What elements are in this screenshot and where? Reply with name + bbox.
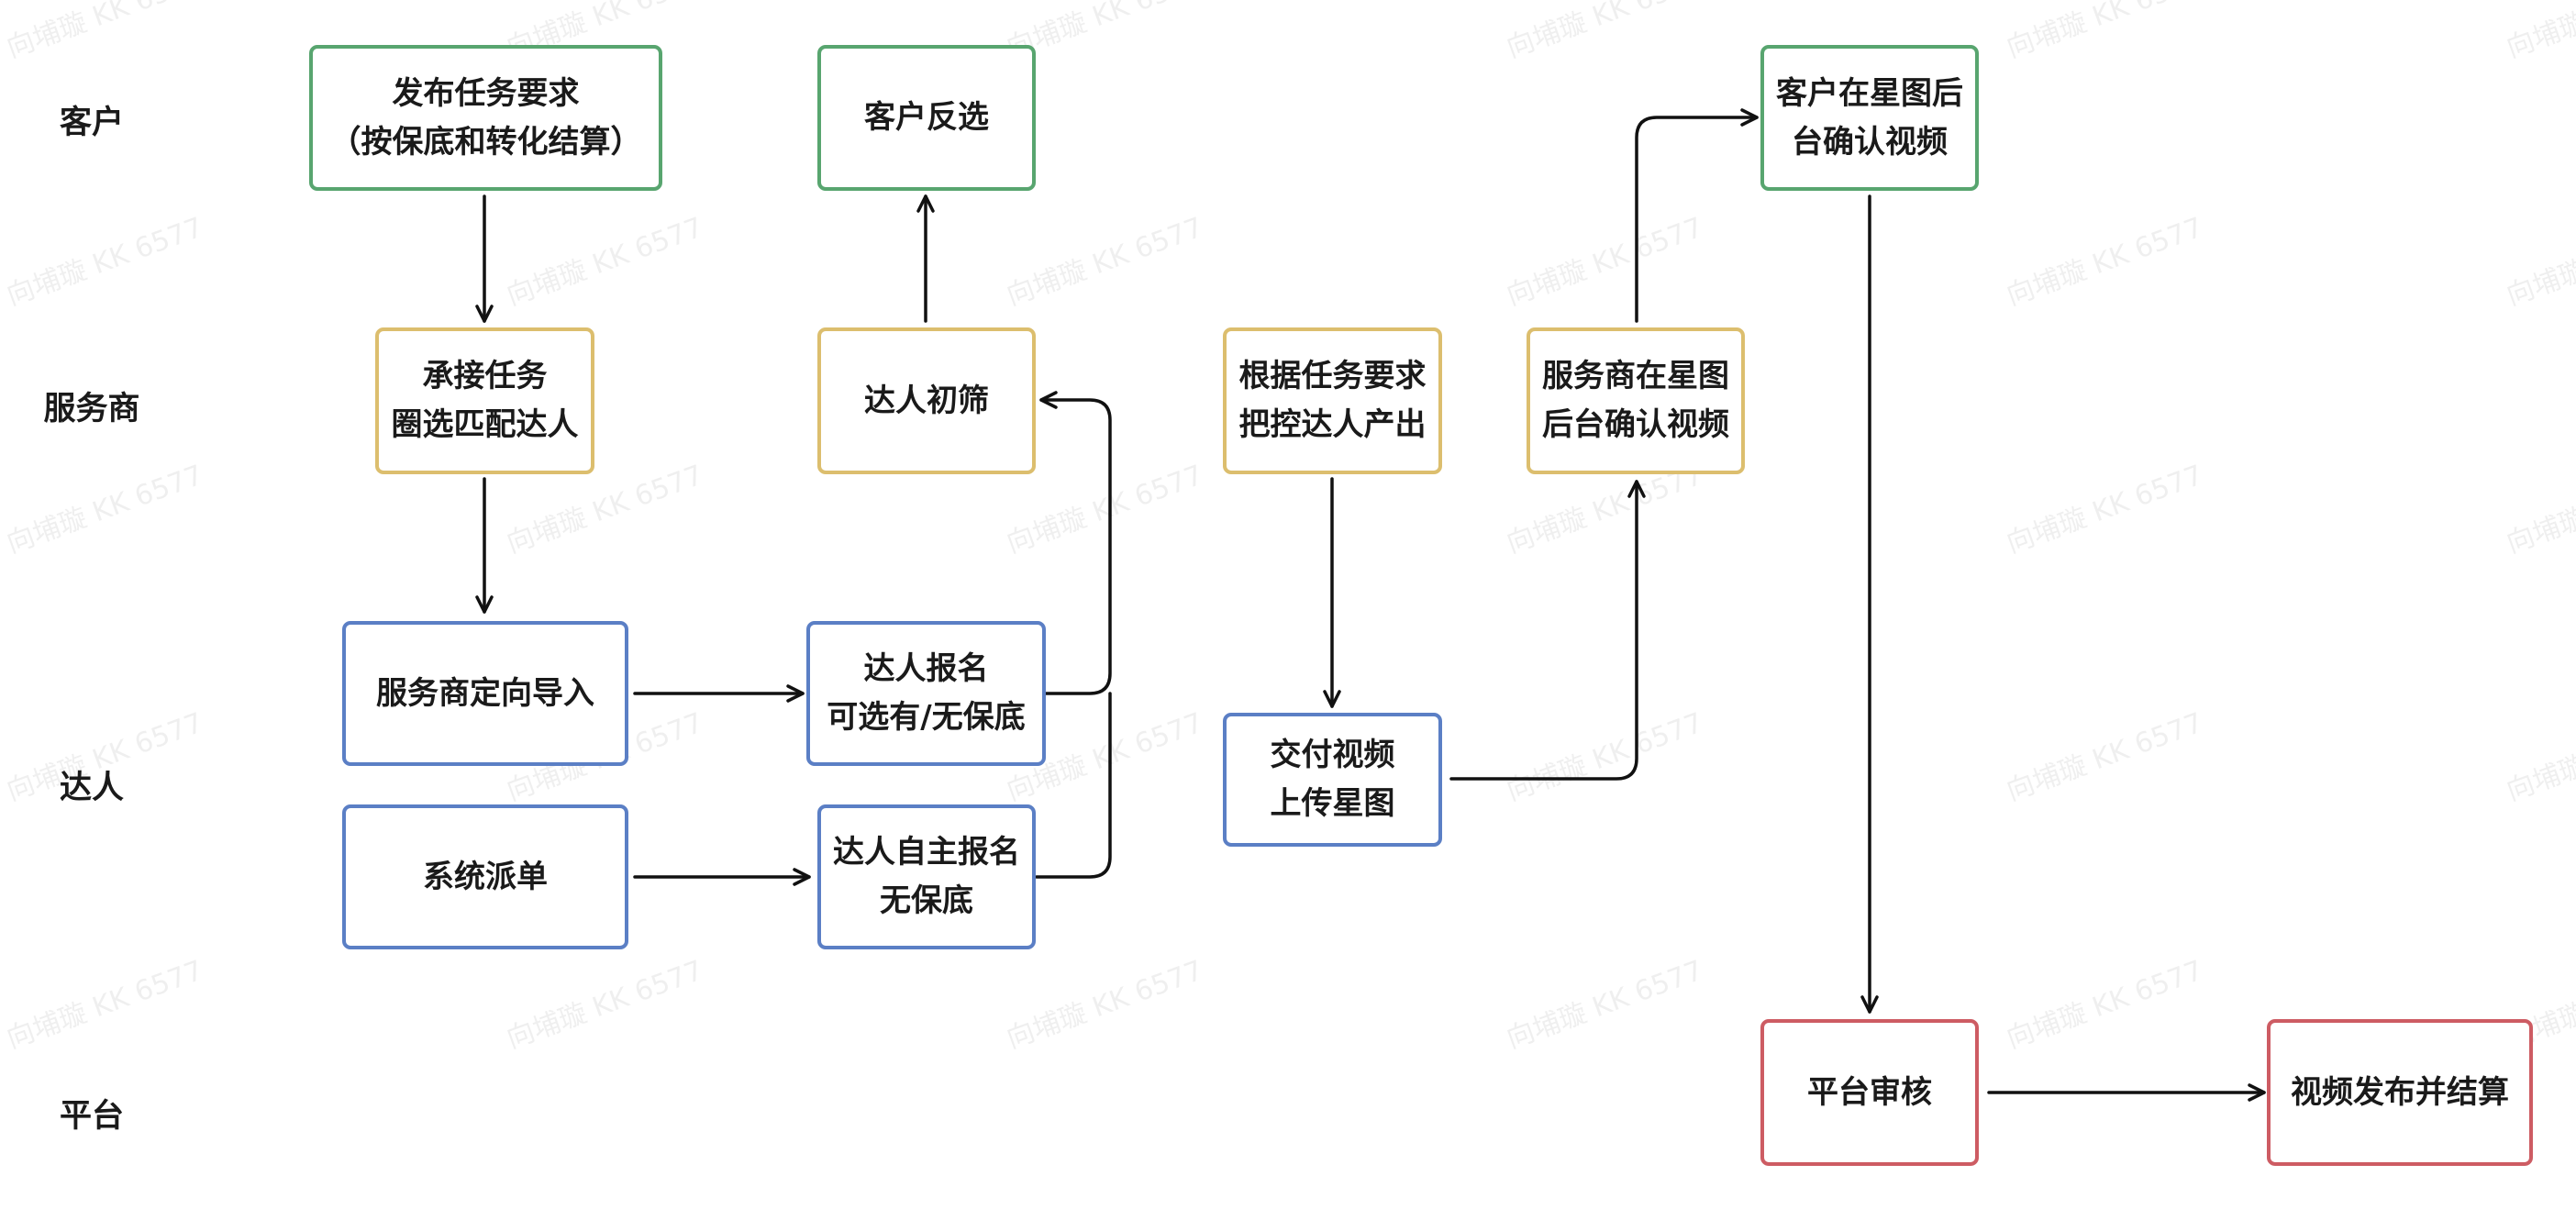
node-accept-task: 承接任务 圈选匹配达人 xyxy=(375,327,594,474)
node-talent-self-signup: 达人自主报名 无保底 xyxy=(817,804,1036,949)
node-deliver-video: 交付视频 上传星图 xyxy=(1223,713,1442,847)
node-directed-import: 服务商定向导入 xyxy=(342,621,628,766)
node-talent-initial-screen: 达人初筛 xyxy=(817,327,1036,474)
edge-selfsignup-to-screen xyxy=(1035,692,1112,879)
edge-providerconfirm-to-customerconfirm xyxy=(1635,108,1759,323)
node-customer-reverse-select: 客户反选 xyxy=(817,45,1036,191)
node-publish-task: 发布任务要求 （按保底和转化结算） xyxy=(309,45,662,191)
node-platform-review: 平台审核 xyxy=(1760,1019,1979,1166)
lane-label-platform: 平台 xyxy=(59,1098,124,1135)
node-provider-confirm-video: 服务商在星图 后台确认视频 xyxy=(1527,327,1745,474)
node-publish-and-settle: 视频发布并结算 xyxy=(2267,1019,2533,1166)
edge-deliver-to-providerconfirm xyxy=(1449,480,1646,781)
node-customer-confirm-video: 客户在星图后 台确认视频 xyxy=(1760,45,1979,191)
node-control-output: 根据任务要求 把控达人产出 xyxy=(1223,327,1442,474)
lane-label-customer: 客户 xyxy=(59,105,124,141)
edge-signup-to-screen xyxy=(1039,391,1112,695)
node-system-dispatch: 系统派单 xyxy=(342,804,628,949)
lane-label-talent: 达人 xyxy=(59,770,124,806)
node-talent-signup: 达人报名 可选有/无保底 xyxy=(806,621,1046,766)
lane-label-provider: 服务商 xyxy=(43,391,140,427)
